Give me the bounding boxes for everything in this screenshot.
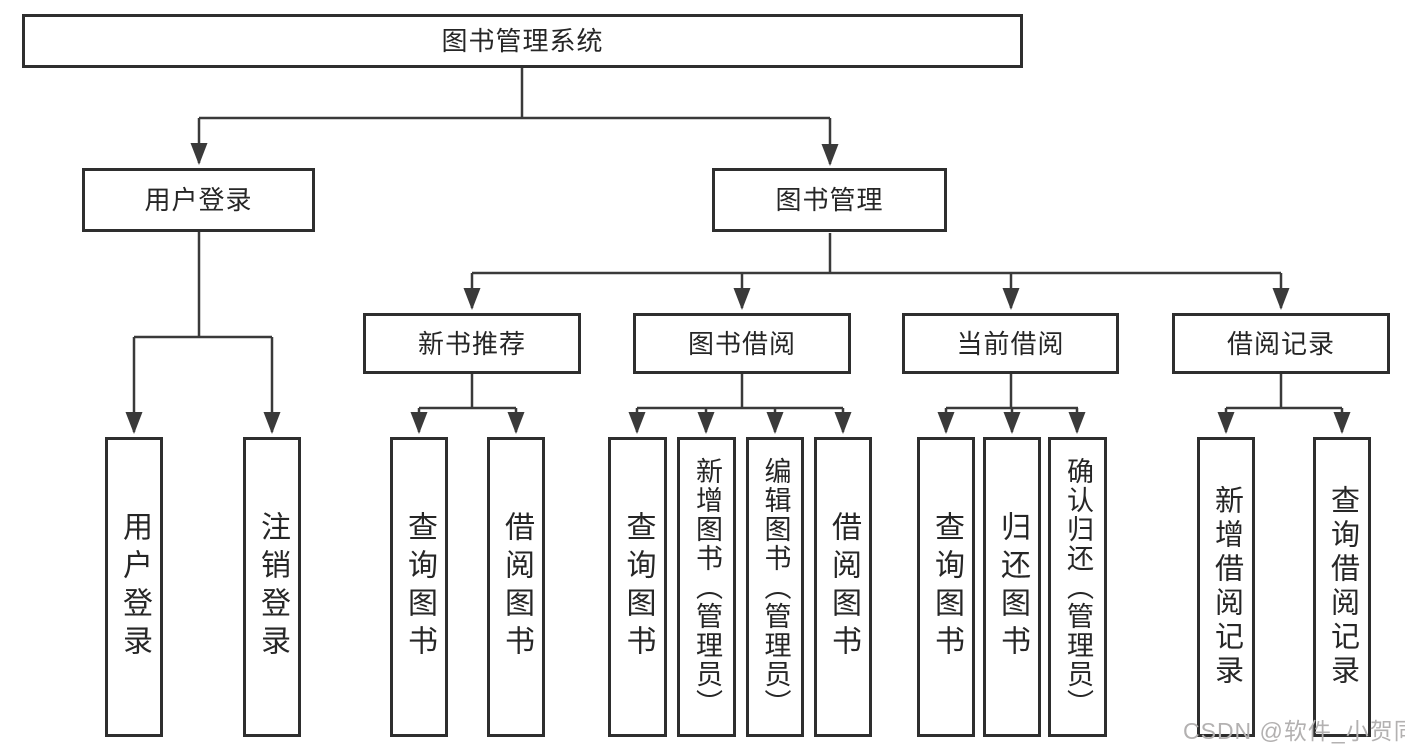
csdn-watermark: CSDN @软件_小贺同学: [1183, 718, 1405, 744]
node-label: 新书推荐: [417, 328, 526, 359]
leaf-logout: 注销登录: [243, 437, 301, 737]
leaf-confirm-return-admin: 确认归还（管理员）: [1048, 437, 1107, 737]
leaf-borrow-books: 借阅图书: [814, 437, 872, 737]
leaf-query-borrow-record: 查询借阅记录: [1313, 437, 1371, 737]
node-label: 当前借阅: [956, 328, 1065, 359]
node-new-book-recommend: 新书推荐: [363, 313, 581, 374]
leaf-label: 新增图书（管理员）: [692, 456, 722, 718]
leaf-query-books: 查询图书: [390, 437, 448, 737]
node-label: 用户登录: [144, 185, 253, 215]
leaf-user-login: 用户登录: [105, 437, 163, 737]
leaf-label: 借阅图书: [500, 511, 533, 663]
leaf-label: 查询图书: [621, 511, 655, 663]
leaf-return-books: 归还图书: [983, 437, 1041, 737]
node-label: 图书管理: [775, 185, 884, 215]
leaf-label: 查询图书: [403, 511, 436, 663]
leaf-label: 查询借阅记录: [1326, 485, 1359, 689]
leaf-label: 新增借阅记录: [1210, 485, 1243, 689]
node-label: 借阅记录: [1226, 328, 1335, 359]
leaf-borrow-books: 借阅图书: [487, 437, 545, 737]
node-label: 图书借阅: [687, 328, 796, 359]
leaf-label: 确认归还（管理员）: [1063, 456, 1093, 718]
leaf-add-borrow-record: 新增借阅记录: [1197, 437, 1255, 737]
leaf-edit-books-admin: 编辑图书（管理员）: [746, 437, 804, 737]
node-label: 图书管理系统: [441, 26, 604, 56]
leaf-label: 编辑图书（管理员）: [760, 456, 791, 718]
node-book-borrow: 图书借阅: [633, 313, 851, 374]
leaf-label: 借阅图书: [827, 511, 860, 663]
leaf-label: 用户登录: [118, 511, 151, 663]
leaf-label: 查询图书: [930, 511, 963, 663]
node-book-management: 图书管理: [712, 168, 947, 232]
node-current-borrow: 当前借阅: [902, 313, 1119, 374]
node-library-management-system: 图书管理系统: [22, 14, 1023, 68]
leaf-query-books: 查询图书: [608, 437, 667, 737]
leaf-label: 归还图书: [996, 511, 1029, 663]
leaf-query-books: 查询图书: [917, 437, 975, 737]
leaf-add-books-admin: 新增图书（管理员）: [677, 437, 736, 737]
node-user-login: 用户登录: [82, 168, 315, 232]
leaf-label: 注销登录: [256, 511, 289, 663]
node-borrow-records: 借阅记录: [1172, 313, 1390, 374]
